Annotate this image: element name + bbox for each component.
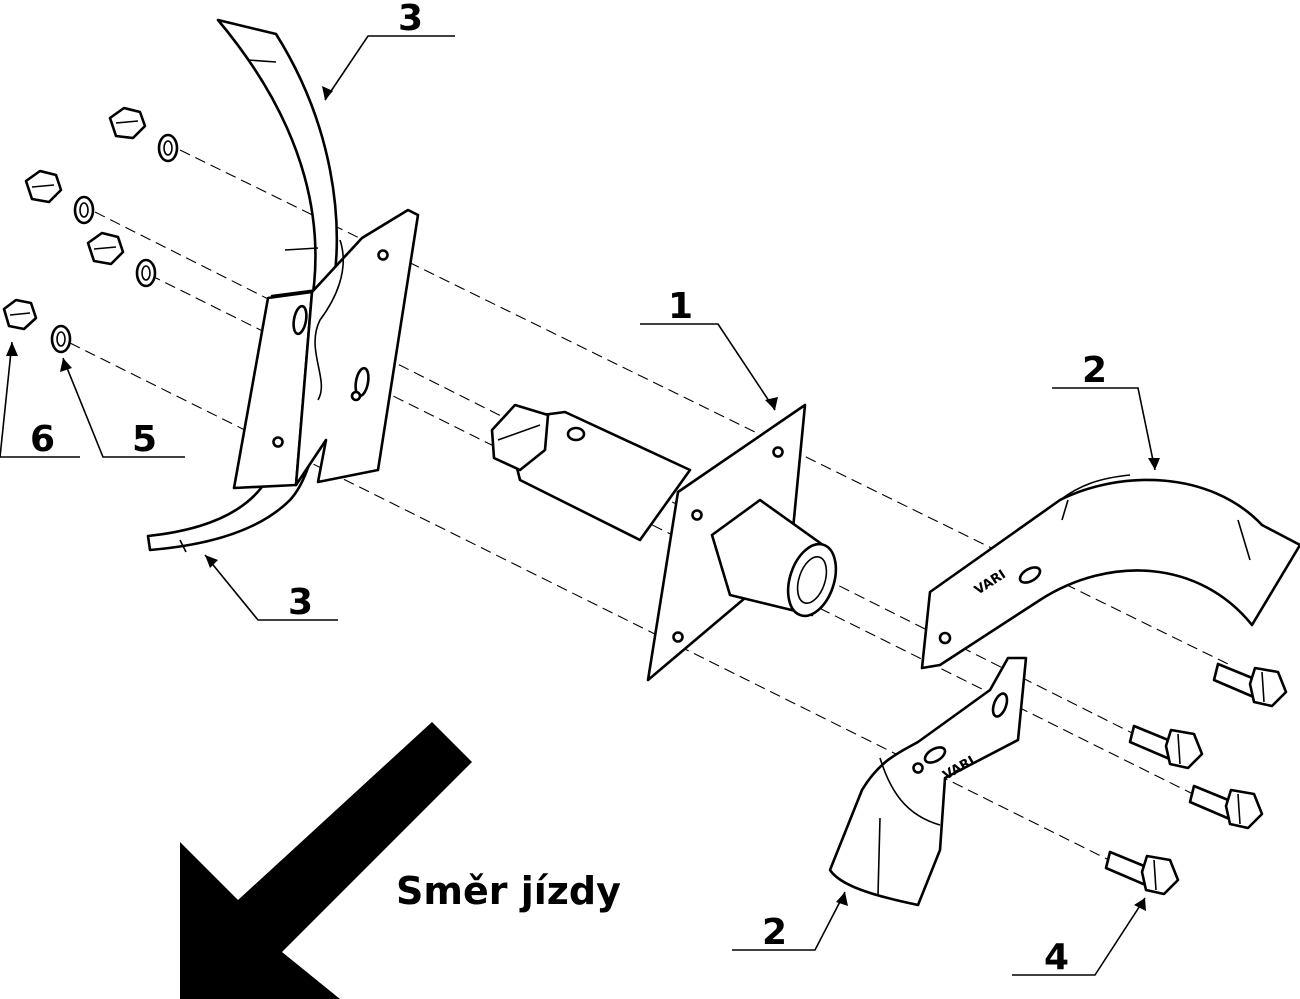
callout-3-top: 3 — [398, 0, 423, 39]
callout-6: 6 — [30, 419, 55, 460]
leader-3-bottom — [204, 554, 338, 621]
callout-2-upper: 2 — [1082, 350, 1107, 391]
washers — [50, 133, 179, 354]
callout-5: 5 — [132, 419, 157, 460]
rotor-shaft — [490, 403, 838, 682]
direction-label: Směr jízdy — [396, 869, 621, 913]
leader-6 — [0, 341, 80, 458]
bolt-icon — [1212, 662, 1288, 708]
nuts — [2, 106, 147, 331]
bolt-icon — [1104, 850, 1180, 896]
leader-2-upper — [1052, 387, 1156, 471]
bolts — [1104, 662, 1288, 896]
leader-3-top — [324, 35, 455, 101]
right-lower-blade: VARI — [828, 656, 1028, 907]
leader-1 — [640, 323, 776, 411]
leader-lines — [0, 35, 1156, 976]
bolt-icon — [1128, 724, 1204, 770]
leader-4 — [1012, 897, 1146, 976]
washer-icon — [50, 324, 72, 354]
nut-icon — [86, 231, 125, 266]
bolt-icon — [1188, 784, 1264, 830]
leader-2-lower — [732, 891, 846, 951]
leader-5 — [62, 357, 185, 458]
washer-icon — [73, 195, 95, 225]
washer-icon — [135, 258, 157, 288]
nut-icon — [2, 298, 38, 331]
leader-arrowheads — [6, 86, 1160, 911]
callout-2-lower: 2 — [762, 912, 787, 953]
nut-icon — [24, 169, 63, 204]
left-mounting-plate — [232, 208, 420, 490]
nut-icon — [108, 106, 147, 140]
callout-4: 4 — [1044, 937, 1069, 978]
callout-labels: 3 1 2 3 6 5 2 4 — [30, 0, 1107, 978]
right-upper-blade: VARI — [920, 474, 1300, 670]
callout-1: 1 — [668, 286, 693, 327]
washer-icon — [157, 133, 179, 163]
callout-3-bottom: 3 — [288, 582, 313, 623]
direction-arrow-icon — [180, 722, 472, 999]
